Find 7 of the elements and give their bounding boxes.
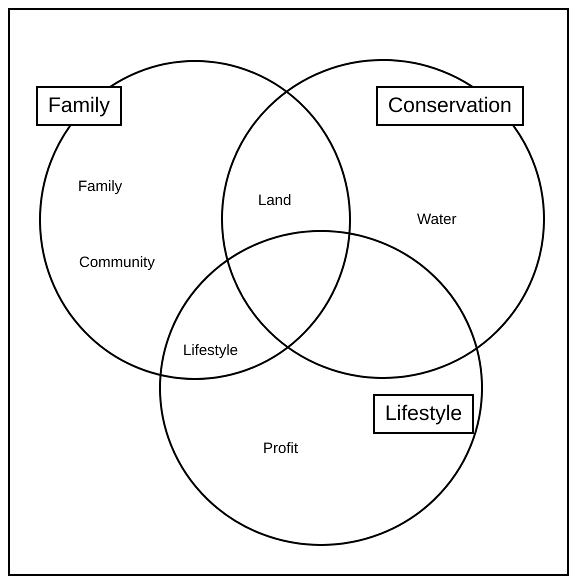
region-label: Land <box>258 192 292 209</box>
set-title: Family <box>36 86 122 126</box>
region-label: Family <box>78 178 122 195</box>
region-label: Water <box>417 211 456 228</box>
region-label: Lifestyle <box>183 342 238 359</box>
region-label: Profit <box>263 440 298 457</box>
region-label: Community <box>79 254 155 271</box>
